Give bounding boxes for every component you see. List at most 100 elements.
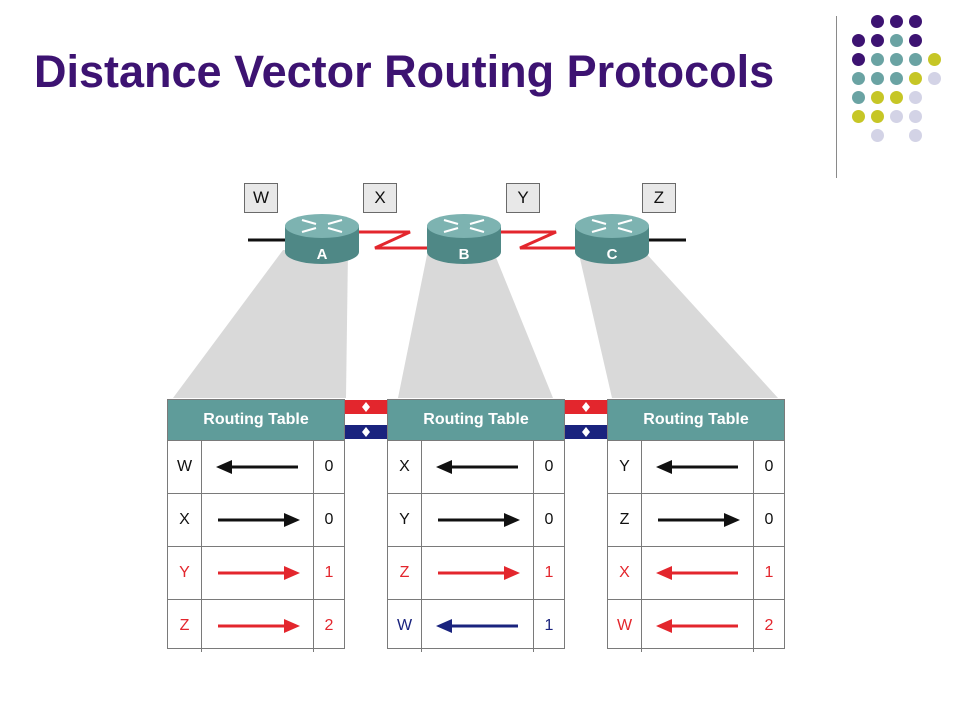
decorative-dot <box>871 72 884 85</box>
route-destination: X <box>168 494 202 546</box>
exchange-indicator-ab-navy <box>345 425 387 439</box>
route-destination: X <box>608 547 642 599</box>
route-destination: W <box>168 441 202 493</box>
routing-table-header: Routing Table <box>168 400 344 440</box>
projection-beam-a <box>173 250 348 398</box>
decorative-dot <box>852 53 865 66</box>
slide-title: Distance Vector Routing Protocols <box>34 46 775 97</box>
exchange-indicator-ab-red <box>345 400 387 414</box>
direction-arrow-left-icon <box>216 460 298 474</box>
decorative-dot <box>871 53 884 66</box>
routing-table-header: Routing Table <box>388 400 564 440</box>
router-a <box>285 214 359 264</box>
network-label-w: W <box>244 183 278 213</box>
direction-arrow-left-icon <box>656 566 738 580</box>
direction-arrow-left-icon <box>436 460 518 474</box>
network-label-z: Z <box>642 183 676 213</box>
network-label-y: Y <box>506 183 540 213</box>
route-metric: 2 <box>753 600 784 652</box>
decorative-dot <box>871 129 884 142</box>
route-destination: Y <box>388 494 422 546</box>
decorative-dot <box>871 15 884 28</box>
route-metric: 0 <box>753 494 784 546</box>
serial-link-ab <box>350 230 430 250</box>
decorative-dot <box>852 110 865 123</box>
projection-beam-c <box>578 250 778 398</box>
router-c <box>575 214 649 264</box>
decorative-dot <box>909 53 922 66</box>
direction-arrow-right-icon <box>218 513 300 527</box>
decorative-dot <box>909 34 922 47</box>
routing-table-header: Routing Table <box>608 400 784 440</box>
decorative-dot <box>928 53 941 66</box>
decorative-dot <box>890 53 903 66</box>
route-destination: Y <box>608 441 642 493</box>
decorative-dot <box>928 72 941 85</box>
decorative-dot <box>909 110 922 123</box>
router-label-b: B <box>458 246 470 263</box>
decorative-dot <box>852 72 865 85</box>
exchange-indicator-bc-red <box>565 400 607 414</box>
exchange-indicator-bc-navy <box>565 425 607 439</box>
direction-arrow-right-icon <box>218 566 300 580</box>
decorative-dot <box>909 91 922 104</box>
route-destination: W <box>608 600 642 652</box>
decorative-dot <box>871 91 884 104</box>
route-metric: 0 <box>753 441 784 493</box>
direction-arrow-left-icon <box>436 619 518 633</box>
decorative-dot <box>909 129 922 142</box>
serial-link-bc <box>496 230 578 250</box>
route-metric: 0 <box>533 494 564 546</box>
direction-arrow-right-icon <box>438 513 520 527</box>
router-label-a: A <box>316 246 328 263</box>
decorative-dot <box>890 15 903 28</box>
decorative-dot <box>890 110 903 123</box>
decorative-dot <box>909 72 922 85</box>
route-destination: Z <box>388 547 422 599</box>
direction-arrow-left-icon <box>656 619 738 633</box>
direction-arrow-left-icon <box>656 460 738 474</box>
decorative-dot <box>871 34 884 47</box>
route-metric: 0 <box>313 494 344 546</box>
route-metric: 0 <box>533 441 564 493</box>
route-destination: W <box>388 600 422 652</box>
route-metric: 1 <box>533 547 564 599</box>
decorative-dot <box>871 110 884 123</box>
route-destination: Z <box>168 600 202 652</box>
decorative-dot <box>909 15 922 28</box>
route-metric: 1 <box>313 547 344 599</box>
router-b <box>427 214 501 264</box>
route-destination: X <box>388 441 422 493</box>
decorative-dot <box>852 34 865 47</box>
route-destination: Y <box>168 547 202 599</box>
decorative-dot <box>890 72 903 85</box>
direction-arrow-right-icon <box>658 513 740 527</box>
route-metric: 2 <box>313 600 344 652</box>
network-label-x: X <box>363 183 397 213</box>
router-label-c: C <box>606 246 618 263</box>
route-metric: 0 <box>313 441 344 493</box>
decorative-dot <box>890 34 903 47</box>
decorative-dot <box>890 91 903 104</box>
route-destination: Z <box>608 494 642 546</box>
direction-arrow-right-icon <box>218 619 300 633</box>
decorative-dot <box>852 91 865 104</box>
direction-arrow-right-icon <box>438 566 520 580</box>
decorative-divider <box>836 16 837 178</box>
